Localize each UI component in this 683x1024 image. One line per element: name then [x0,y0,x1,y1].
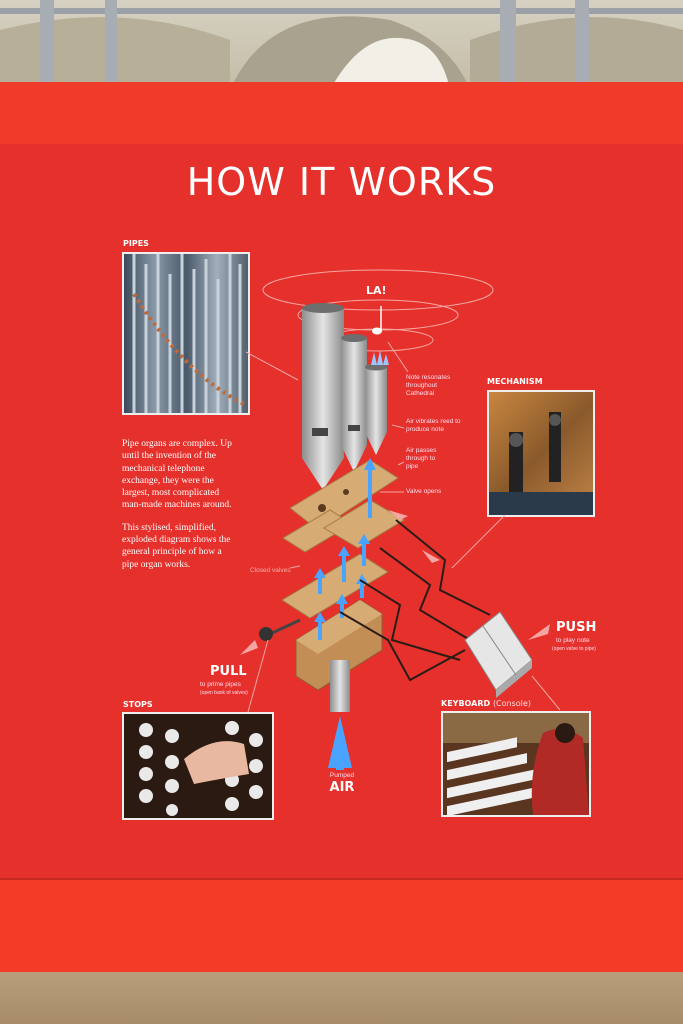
board-base [0,878,683,976]
tracker-linkages [339,519,491,682]
mechanism-photo [487,390,595,517]
air-arrows-top [371,350,389,365]
valve-plates [281,459,405,691]
keyboard-photo [441,711,591,817]
callout-lines [245,341,561,713]
pull-label: PULL [210,664,247,679]
stops-label: STOPS [123,700,153,709]
push-arrow-icon [528,624,550,640]
wind-trunk [330,660,350,712]
note-resonates-annotation: Note resonates throughout Cathedral [406,374,451,397]
board-top-band [0,82,683,144]
air-vibrates-annotation: Air vibrates reed to produce note [406,418,461,433]
push-sub-note: (open valve to pipe) [552,646,596,652]
intro-paragraph-2: This stylised, simplified, exploded diag… [122,522,231,570]
arch-illustration [0,0,683,90]
mechanism-photo-illustration [489,412,593,515]
mechanism-label: MECHANISM [487,377,543,386]
organ-key-illustration [464,611,533,698]
la-label: LA! [366,284,387,297]
intro-paragraph-1: Pipe organs are complex. Up until the in… [122,439,232,511]
organ-pipes [302,303,387,490]
pipes-photo-illustration [132,254,245,413]
stone-floor [0,972,683,1024]
air-passes-annotation: Air passes through to pipe [406,447,437,470]
pipes-photo [122,252,250,415]
stops-photo [122,712,274,820]
keyboard-photo-illustration [443,713,589,817]
pipes-label: PIPES [123,239,149,248]
pull-sub-note: (open bank of valves) [200,690,248,696]
page-title: HOW IT WORKS [186,160,497,204]
valve-opens-annotation: Valve opens [406,488,442,495]
stop-knob-icon [259,627,273,641]
stops-photo-illustration [139,721,263,816]
keyboard-label-text: KEYBOARD [441,699,491,708]
music-note-icon [372,306,382,335]
cathedral-arch-background [0,0,683,90]
air-big-label: AIR [329,780,355,795]
tracker-arrow-icon [422,550,440,563]
air-caption: Pumped [329,772,355,779]
valve-open-arrow-icon [388,510,408,520]
pull-arrow-icon [240,640,258,655]
pull-sub-label: to prime pipes [200,681,241,688]
intro-text: Pipe organs are complex. Up until the in… [122,438,234,581]
push-sub-label: to play note [556,637,590,644]
sound-wave-outer [262,269,494,311]
push-label: PUSH [556,620,597,635]
keyboard-label-sub: (Console) [492,699,531,708]
closed-valves-annotation: Closed valves [250,567,291,574]
air-flow-arrows [314,458,376,640]
air-inlet-arrow [328,716,352,770]
keyboard-label: KEYBOARD (Console) [441,699,531,708]
stop-rod [269,618,301,636]
